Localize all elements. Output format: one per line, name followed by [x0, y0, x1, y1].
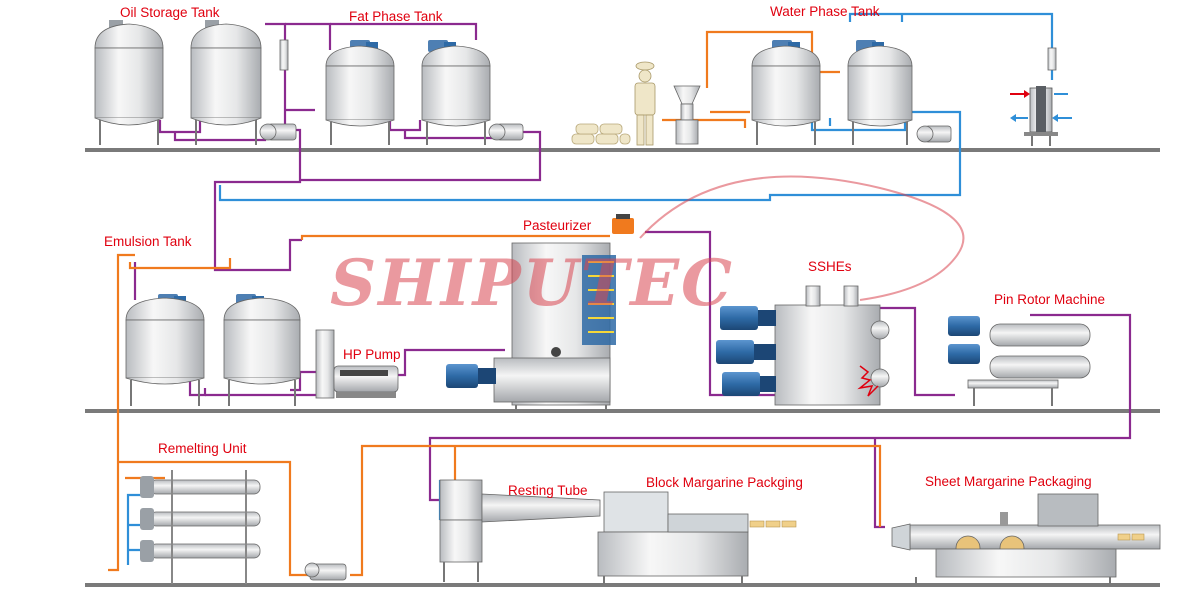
orange-pipes — [108, 30, 882, 577]
emulsion-tank-2 — [223, 294, 301, 406]
plate-heat-exchanger — [1010, 86, 1072, 146]
oil-storage-tank-1 — [94, 20, 164, 145]
label-oil-storage-tank: Oil Storage Tank — [120, 5, 220, 20]
colloid-mill — [673, 85, 701, 145]
resting-tube-unit — [439, 479, 601, 582]
sheet-packaging-machine — [891, 493, 1161, 584]
water-phase-tank-2 — [847, 40, 913, 145]
emulsion-tank-1 — [125, 294, 205, 406]
label-pasteurizer: Pasteurizer — [523, 218, 592, 233]
transfer-pump-1 — [259, 123, 297, 141]
inline-filter-2 — [1047, 47, 1057, 71]
label-fat-phase-tank: Fat Phase Tank — [349, 9, 443, 24]
floor-lines — [85, 148, 1160, 587]
label-pin-rotor-machine: Pin Rotor Machine — [994, 292, 1106, 307]
watermark-arc — [639, 175, 965, 301]
label-hp-pump: HP Pump — [343, 347, 401, 362]
label-block-margarine-packaging: Block Margarine Packging — [646, 475, 803, 490]
block-packaging-machine — [597, 491, 797, 584]
transfer-pump-3 — [916, 125, 952, 143]
label-resting-tube: Resting Tube — [508, 483, 588, 498]
inline-filter-1 — [279, 39, 289, 71]
pasteurizer-unit — [446, 214, 634, 410]
label-sshes: SSHEs — [808, 259, 852, 274]
watermark-text: SHIPUTEC — [330, 246, 734, 321]
pin-rotor-machine-unit — [948, 316, 1091, 406]
transfer-pump-2 — [488, 123, 524, 141]
label-sheet-margarine-packaging: Sheet Margarine Packaging — [925, 474, 1092, 489]
oil-storage-tank-2 — [190, 20, 262, 145]
remelting-unit-equipment — [140, 470, 261, 584]
worker-figure — [634, 61, 656, 146]
water-phase-tank-1 — [751, 40, 821, 145]
label-water-phase-tank: Water Phase Tank — [770, 4, 880, 19]
fat-phase-tank-1 — [325, 40, 395, 145]
hp-pump-unit — [315, 329, 399, 399]
ingredient-sacks — [571, 123, 631, 145]
purple-pipes — [133, 22, 1132, 529]
sshe-unit — [716, 285, 890, 406]
label-emulsion-tank: Emulsion Tank — [104, 234, 192, 249]
remelting-pump — [304, 562, 347, 581]
fat-phase-tank-2 — [421, 40, 491, 145]
label-remelting-unit: Remelting Unit — [158, 441, 247, 456]
